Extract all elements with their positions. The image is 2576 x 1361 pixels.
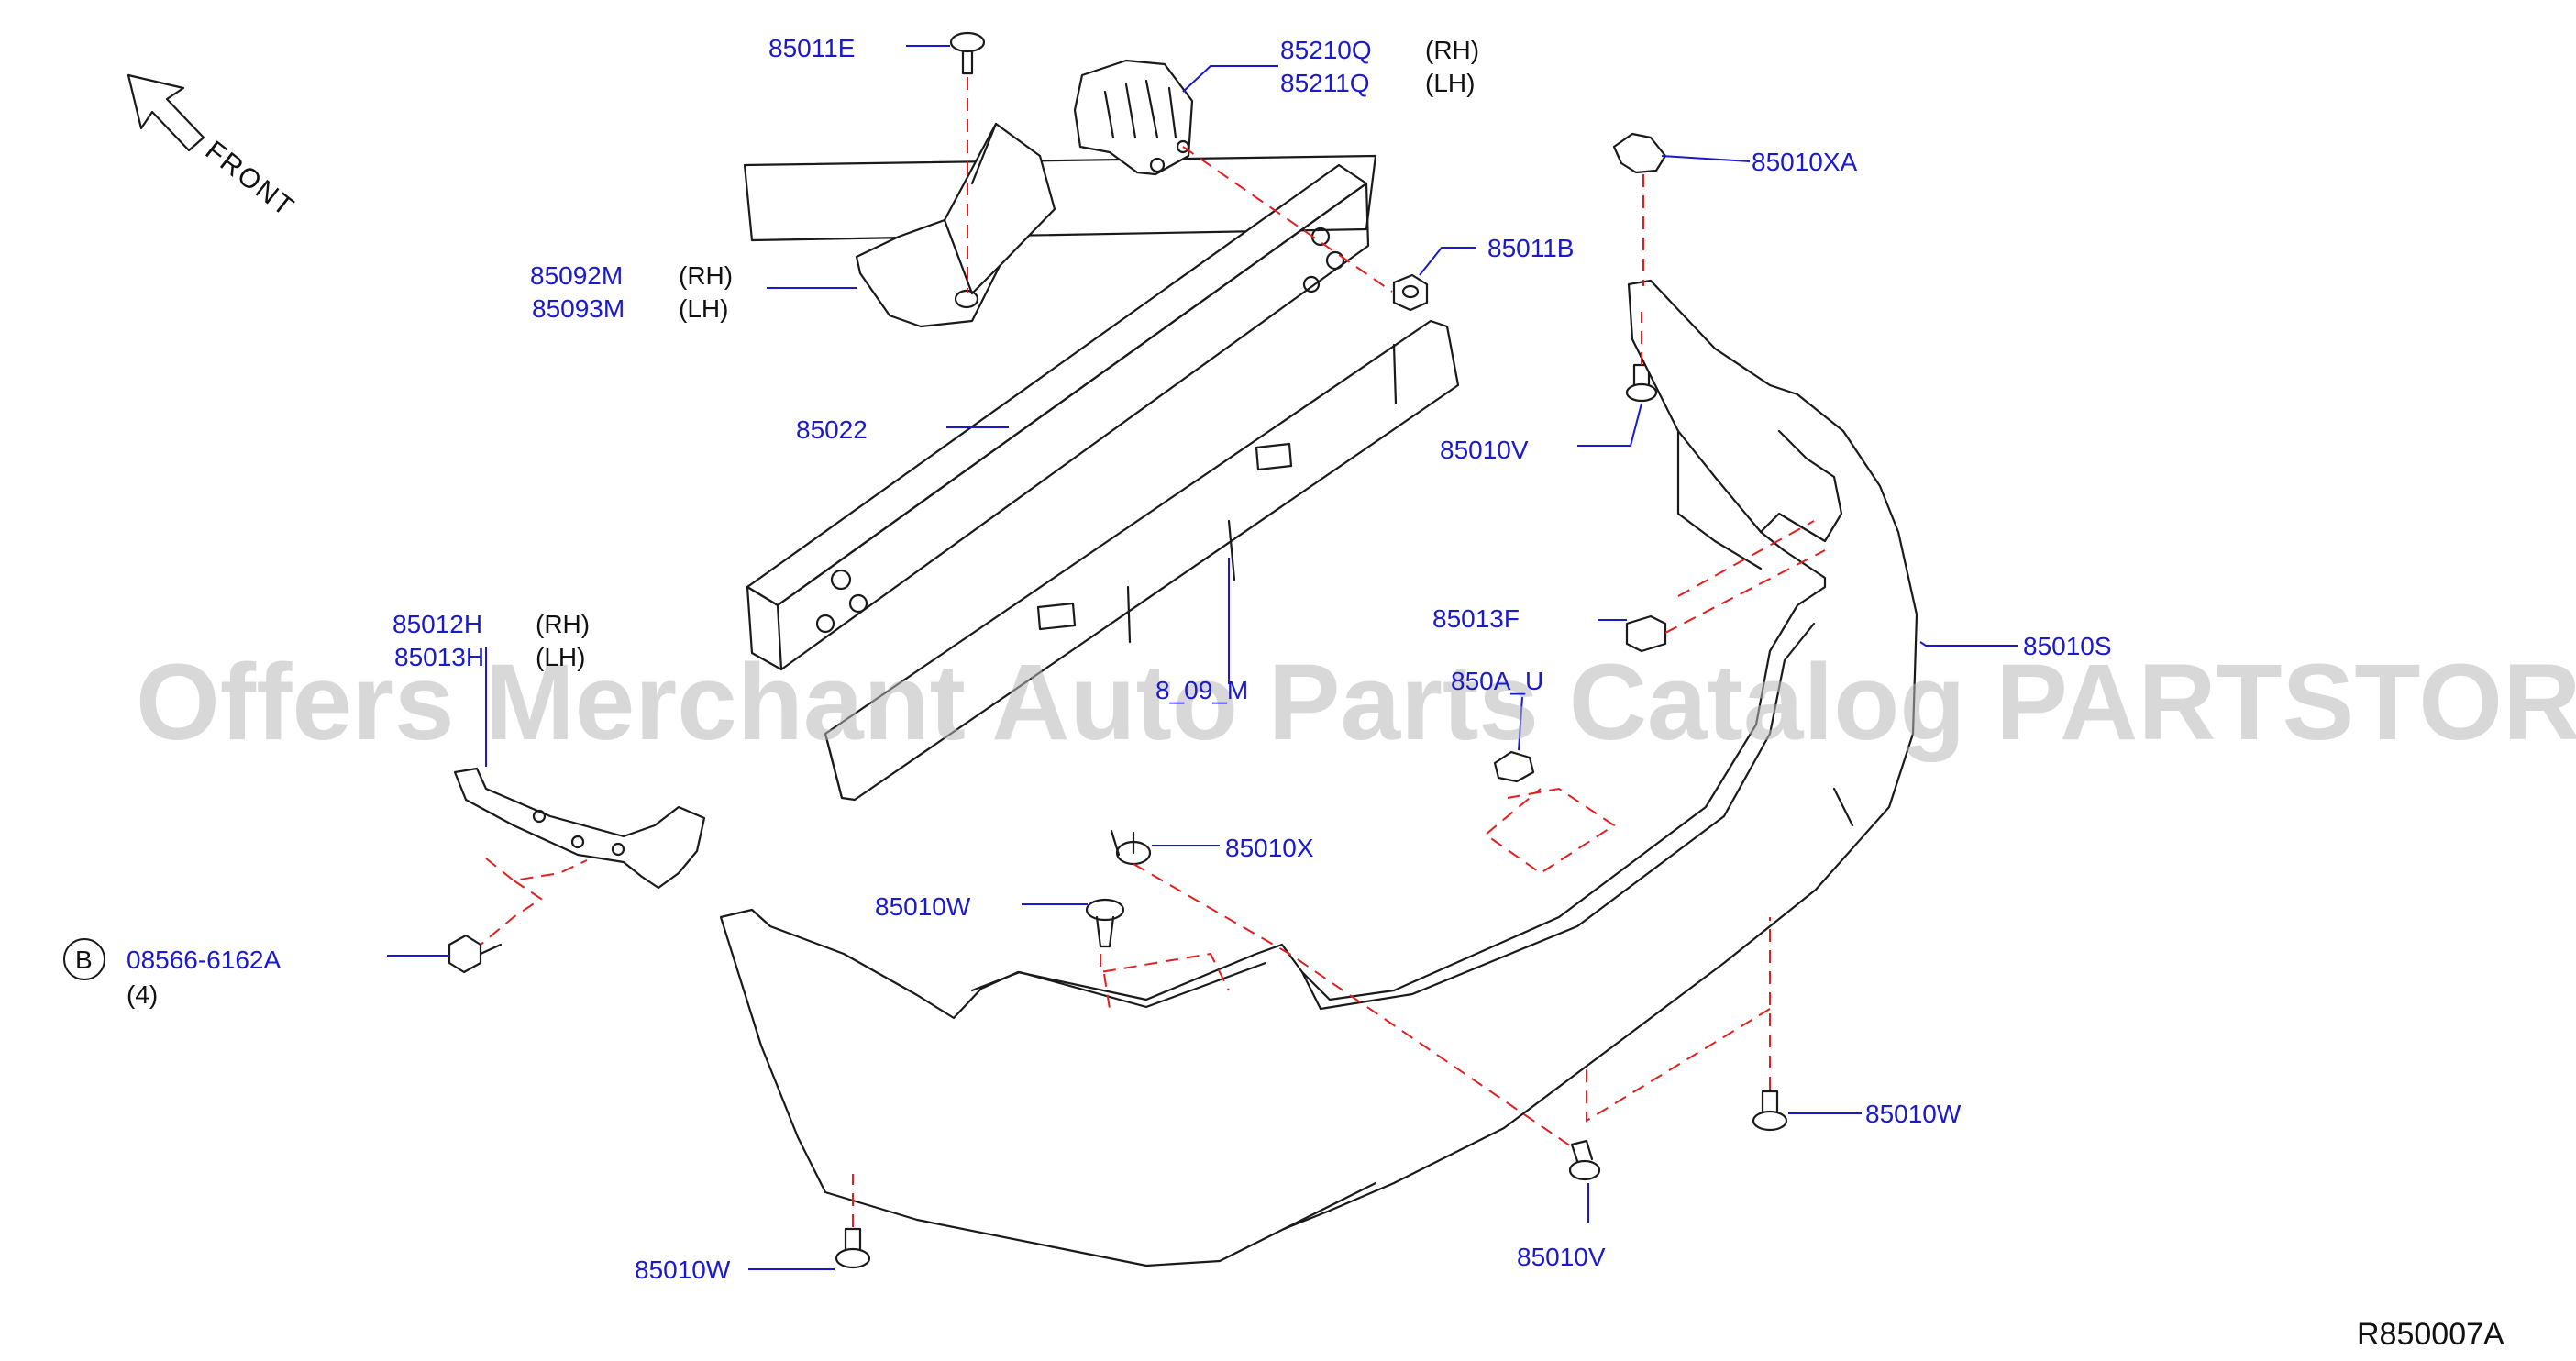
callout-85092m[interactable]: 85092M	[530, 261, 623, 290]
callout-85010s[interactable]: 85010S	[2023, 632, 2112, 660]
callout-8509xm[interactable]: 8_09_M	[1155, 676, 1248, 704]
clip-85010w-bottom[interactable]	[835, 1227, 871, 1269]
retainer-85013f[interactable]	[1625, 614, 1667, 653]
side-rh-85210q: (RH)	[1425, 36, 1479, 64]
bracket-85092m[interactable]	[855, 122, 1056, 328]
screw-85010v-top[interactable]	[1625, 363, 1658, 403]
callout-85010w-right[interactable]: 85010W	[1865, 1100, 1962, 1128]
bumper-reinforcement-85022[interactable]	[743, 154, 1377, 671]
callout-85013f[interactable]: 85013F	[1432, 604, 1520, 633]
watermark: Offers Merchant Auto Parts Catalog PARTS…	[136, 642, 2576, 763]
quantity-08566: (4)	[127, 980, 158, 1009]
installation-lines	[480, 77, 1826, 1227]
side-lh-85093m: (LH)	[679, 294, 728, 323]
callout-85010w-mid[interactable]: 85010W	[875, 892, 971, 921]
callout-85013h[interactable]: 85013H	[394, 643, 484, 671]
callout-85010x[interactable]: 85010X	[1225, 834, 1314, 862]
callout-850axu[interactable]: 850A_U	[1451, 667, 1543, 695]
energy-absorber[interactable]	[824, 319, 1460, 802]
callout-85211q[interactable]: 85211Q	[1280, 69, 1370, 97]
clip-85010w-mid[interactable]	[1085, 898, 1125, 948]
screw-08566-6162a[interactable]	[448, 934, 503, 974]
front-arrow-icon	[127, 73, 205, 152]
callout-85011e[interactable]: 85011E	[768, 34, 855, 62]
side-retainer-85012h[interactable]	[453, 767, 706, 890]
clip-85010w-right[interactable]	[1752, 1090, 1788, 1132]
screw-85010v-bottom[interactable]	[1568, 1139, 1601, 1181]
callout-85010v-bottom[interactable]: 85010V	[1517, 1243, 1606, 1271]
nut-85011b[interactable]	[1392, 273, 1429, 312]
side-bracket-85210q[interactable]	[1073, 59, 1194, 176]
side-lh-85013h: (LH)	[536, 643, 585, 671]
callout-85012h[interactable]: 85012H	[392, 610, 482, 638]
leader-lines	[387, 45, 2018, 1270]
diagram-reference: R850007A	[2357, 1317, 2504, 1352]
callout-85022[interactable]: 85022	[796, 415, 868, 444]
rear-bumper-fascia-85010s[interactable]	[719, 279, 1918, 1267]
side-rh-85092m: (RH)	[679, 261, 733, 290]
clip-85010x[interactable]	[1110, 829, 1152, 866]
callout-85010v-top[interactable]: 85010V	[1440, 436, 1529, 464]
callout-85010xa[interactable]: 85010XA	[1752, 148, 1858, 176]
nut-850a-u[interactable]	[1493, 750, 1535, 783]
callout-85011b[interactable]: 85011B	[1487, 234, 1574, 262]
badge-b: B	[63, 938, 105, 980]
clip-85011e[interactable]	[949, 31, 986, 75]
callout-85210q[interactable]: 85210Q	[1280, 36, 1372, 64]
side-rh-85012h: (RH)	[536, 610, 590, 638]
side-lh-85211q: (LH)	[1425, 69, 1475, 97]
callout-85093m[interactable]: 85093M	[532, 294, 625, 323]
badge-b-label: B	[75, 946, 93, 974]
callout-08566-6162a[interactable]: 08566-6162A	[127, 946, 281, 974]
callout-85010w-bottom[interactable]: 85010W	[635, 1256, 731, 1284]
clip-85010xa[interactable]	[1612, 132, 1667, 174]
front-label: FRONT	[200, 136, 301, 224]
